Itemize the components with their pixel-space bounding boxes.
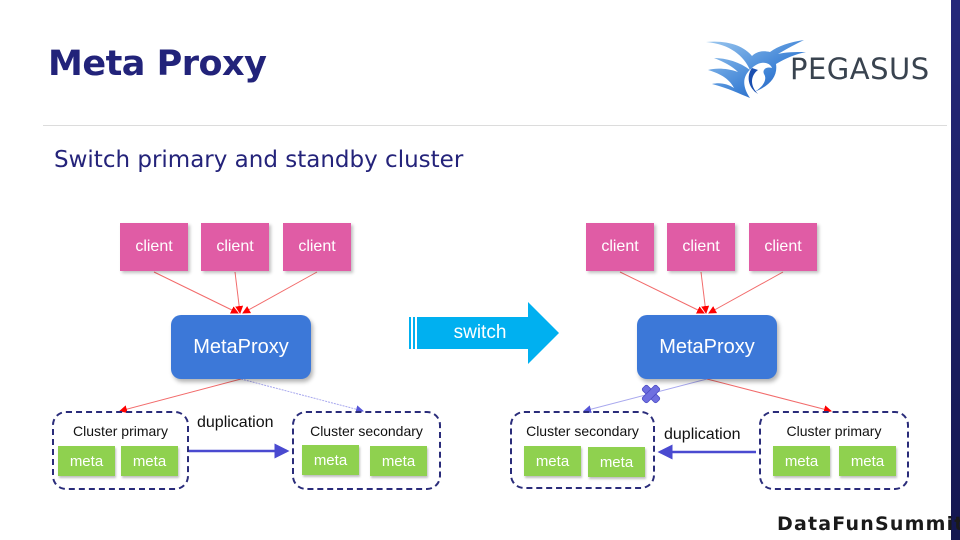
client-to-proxy-link — [242, 271, 318, 314]
right-arrow-icon — [409, 302, 559, 364]
cluster-primary: Cluster primary meta meta — [759, 411, 909, 490]
client-node: client — [667, 223, 735, 271]
client-node: client — [749, 223, 817, 271]
cross-icon — [641, 384, 661, 404]
logo-text: PEGASUS — [790, 52, 930, 86]
cluster-label: Cluster primary — [73, 423, 168, 439]
footer-brand: DataFunSummit — [777, 513, 960, 535]
header-divider — [43, 125, 947, 126]
meta-node: meta — [121, 446, 178, 476]
cluster-primary: Cluster primary meta meta — [52, 411, 189, 490]
pegasus-logo-icon — [706, 40, 806, 98]
page-title: Meta Proxy — [48, 44, 267, 84]
client-to-proxy-link — [708, 271, 784, 314]
cluster-label: Cluster secondary — [526, 423, 639, 439]
client-node: client — [586, 223, 654, 271]
cluster-secondary: Cluster secondary meta meta — [292, 411, 441, 490]
meta-node: meta — [524, 446, 581, 476]
meta-node: meta — [370, 446, 427, 476]
right-edge-bar — [951, 0, 960, 540]
duplication-label: duplication — [664, 426, 741, 443]
client-node: client — [201, 223, 269, 271]
cluster-label: Cluster secondary — [310, 423, 423, 439]
proxy-to-secondary-link — [240, 378, 364, 414]
meta-node: meta — [839, 446, 896, 476]
client-to-proxy-link — [153, 271, 239, 314]
client-to-proxy-link — [619, 271, 705, 314]
meta-node: meta — [58, 446, 115, 476]
metaproxy-node: MetaProxy — [171, 315, 311, 379]
switch-label: switch — [453, 322, 507, 343]
meta-node: meta — [588, 447, 645, 477]
client-node: client — [120, 223, 188, 271]
slide-subtitle: Switch primary and standby cluster — [54, 147, 464, 173]
client-to-proxy-link — [234, 271, 244, 314]
meta-node: meta — [302, 445, 359, 475]
proxy-to-primary-link — [119, 378, 242, 414]
client-node: client — [283, 223, 351, 271]
proxy-to-primary-link — [706, 378, 832, 414]
meta-node: meta — [773, 446, 830, 476]
metaproxy-node: MetaProxy — [637, 315, 777, 379]
duplication-label: duplication — [197, 414, 274, 431]
cluster-secondary: Cluster secondary meta meta — [510, 411, 655, 489]
client-to-proxy-link — [700, 271, 710, 314]
cluster-label: Cluster primary — [786, 423, 882, 439]
